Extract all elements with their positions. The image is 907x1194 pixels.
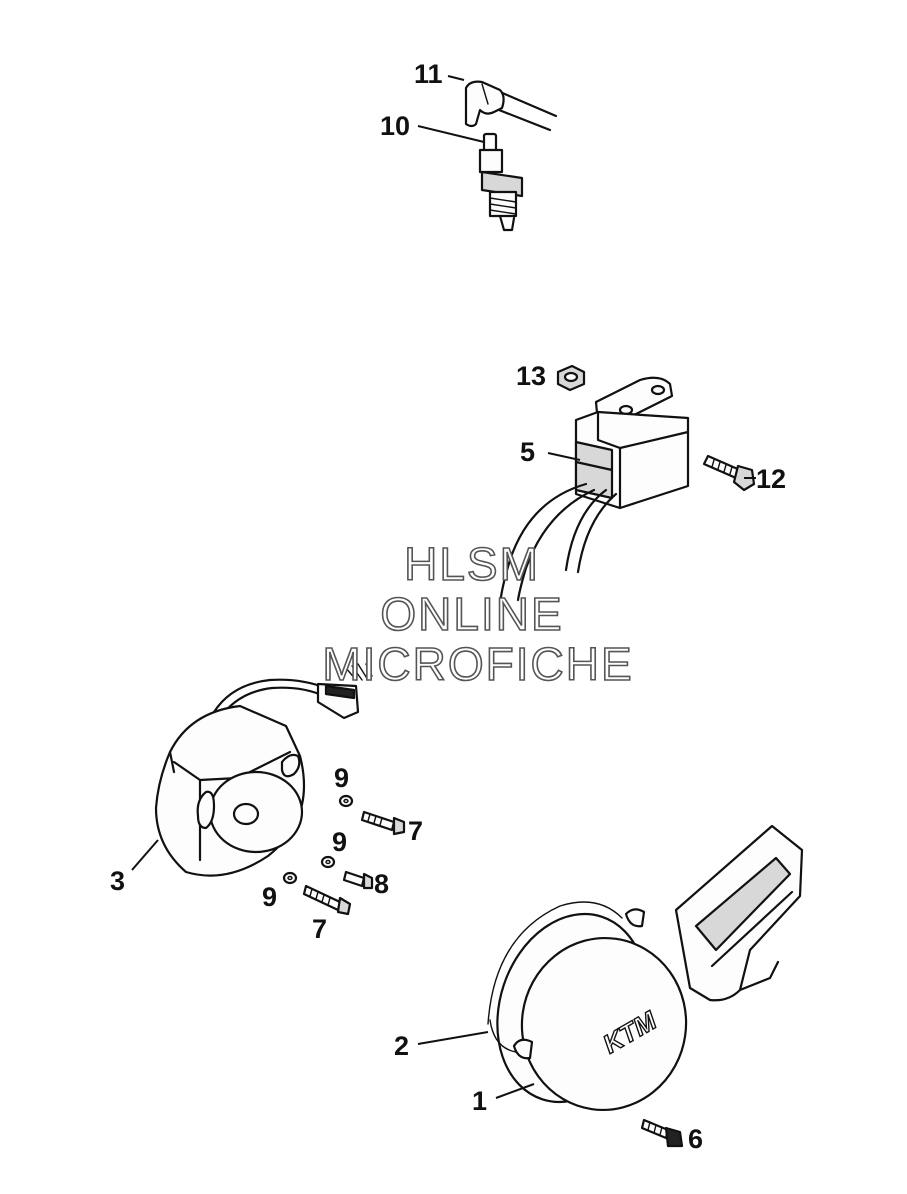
screw-part-7-lower[interactable] <box>302 884 352 916</box>
washer-part-9-lower[interactable] <box>282 871 298 885</box>
leader-5 <box>547 452 581 461</box>
cover-screw-part-6[interactable] <box>640 1118 684 1148</box>
watermark-line-2: ONLINE <box>380 588 563 640</box>
spark-plug-part-10[interactable] <box>478 132 524 232</box>
callout-11: 11 <box>414 59 443 89</box>
stator-part-3[interactable] <box>154 663 373 877</box>
watermark: HLSM ONLINE MICROFICHE <box>322 537 633 691</box>
callout-13: 13 <box>516 361 546 391</box>
leader-10 <box>417 125 485 143</box>
washer-part-9-middle[interactable] <box>320 855 336 869</box>
leader-3 <box>131 839 159 871</box>
callout-2: 2 <box>394 1031 409 1061</box>
gasket-part-2[interactable] <box>487 901 623 1053</box>
callout-labels: 11 10 13 5 12 9 7 9 3 8 9 7 2 1 6 <box>110 59 786 1154</box>
leader-lines <box>131 75 756 1099</box>
callout-6: 6 <box>688 1124 703 1154</box>
callout-5: 5 <box>520 437 535 467</box>
callout-9-middle: 9 <box>332 827 347 857</box>
screw-part-7-upper[interactable] <box>360 810 406 836</box>
ignition-coil-part-5[interactable] <box>498 376 690 606</box>
watermark-line-3: MICROFICHE <box>322 638 633 690</box>
bolt-part-12[interactable] <box>702 454 756 492</box>
nut-part-13[interactable] <box>556 364 586 392</box>
leader-1 <box>495 1083 535 1099</box>
callout-7-lower: 7 <box>312 914 327 944</box>
washer-part-9-upper[interactable] <box>338 794 354 808</box>
callout-9-upper: 9 <box>334 763 349 793</box>
callout-3: 3 <box>110 866 125 896</box>
callout-1: 1 <box>472 1086 487 1116</box>
callout-7-upper: 7 <box>408 816 423 846</box>
ignition-cover-part-1[interactable]: KTM <box>474 824 804 1122</box>
callout-9-lower: 9 <box>262 882 277 912</box>
leader-11 <box>447 75 465 81</box>
screw-part-8[interactable] <box>342 870 374 890</box>
watermark-line-1: HLSM <box>404 538 540 590</box>
callout-8: 8 <box>374 869 389 899</box>
callout-12: 12 <box>756 464 786 494</box>
spark-plug-cap-part-11[interactable] <box>464 80 558 132</box>
leader-2 <box>417 1031 489 1045</box>
callout-10: 10 <box>380 111 410 141</box>
